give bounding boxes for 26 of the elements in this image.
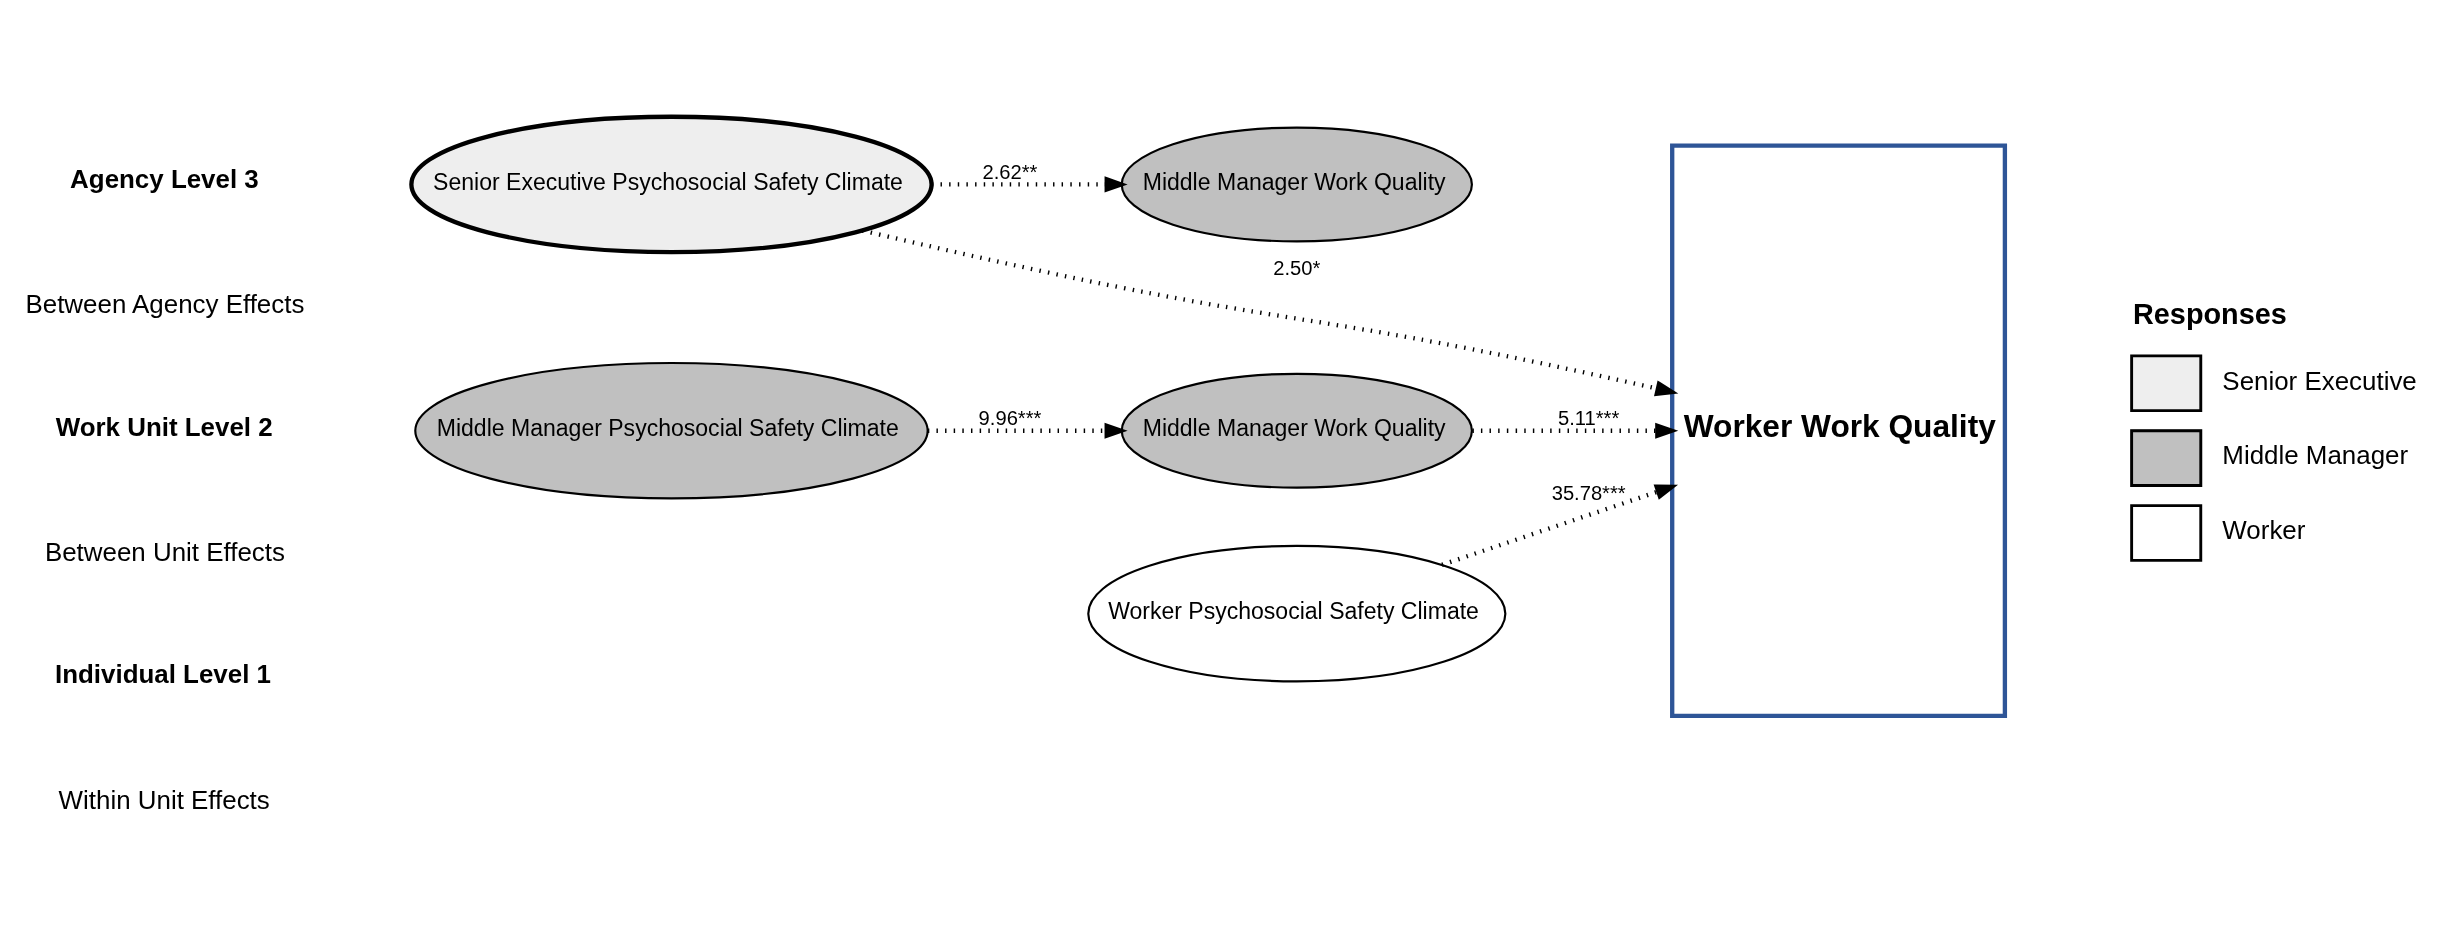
legend-label: Middle Manager: [2222, 441, 2409, 470]
label: Between Unit Effects: [44, 537, 285, 566]
edge-label: 9.96***: [978, 407, 1042, 430]
label: Individual Level 1: [55, 660, 271, 689]
edge-label: 2.62**: [982, 160, 1038, 183]
legend-label: Senior Executive: [2222, 366, 2417, 395]
edge-label: 5.11***: [1558, 407, 1620, 430]
label: Work Unit Level 2: [55, 412, 273, 441]
node-ellipse: Middle Manager Work Quality: [1120, 126, 1473, 243]
label: Within Unit Effects: [58, 785, 270, 814]
arrow: [861, 228, 1679, 397]
arrow: [1441, 484, 1679, 567]
label: Between Agency Effects: [25, 290, 305, 319]
legend-label: Worker: [2222, 516, 2306, 545]
node-box: Worker Work Quality: [1670, 143, 2008, 719]
arrow: [931, 176, 1128, 193]
label: Agency Level 3: [70, 164, 259, 193]
node-ellipse: Worker Psychosocial Safety Climate: [1087, 544, 1507, 683]
node-ellipse: Senior Executive Psychosocial Safety Climate: [409, 114, 934, 255]
node-ellipse: Middle Manager Psychosocial Safety Climate: [414, 361, 929, 500]
label: Responses: [2133, 298, 2287, 331]
arrow: [1472, 422, 1679, 439]
arrow: [927, 422, 1128, 439]
node-ellipse: Middle Manager Work Quality: [1120, 372, 1473, 489]
edge-label: 35.78***: [1551, 482, 1626, 505]
edge-label: 2.50*: [1273, 257, 1321, 280]
